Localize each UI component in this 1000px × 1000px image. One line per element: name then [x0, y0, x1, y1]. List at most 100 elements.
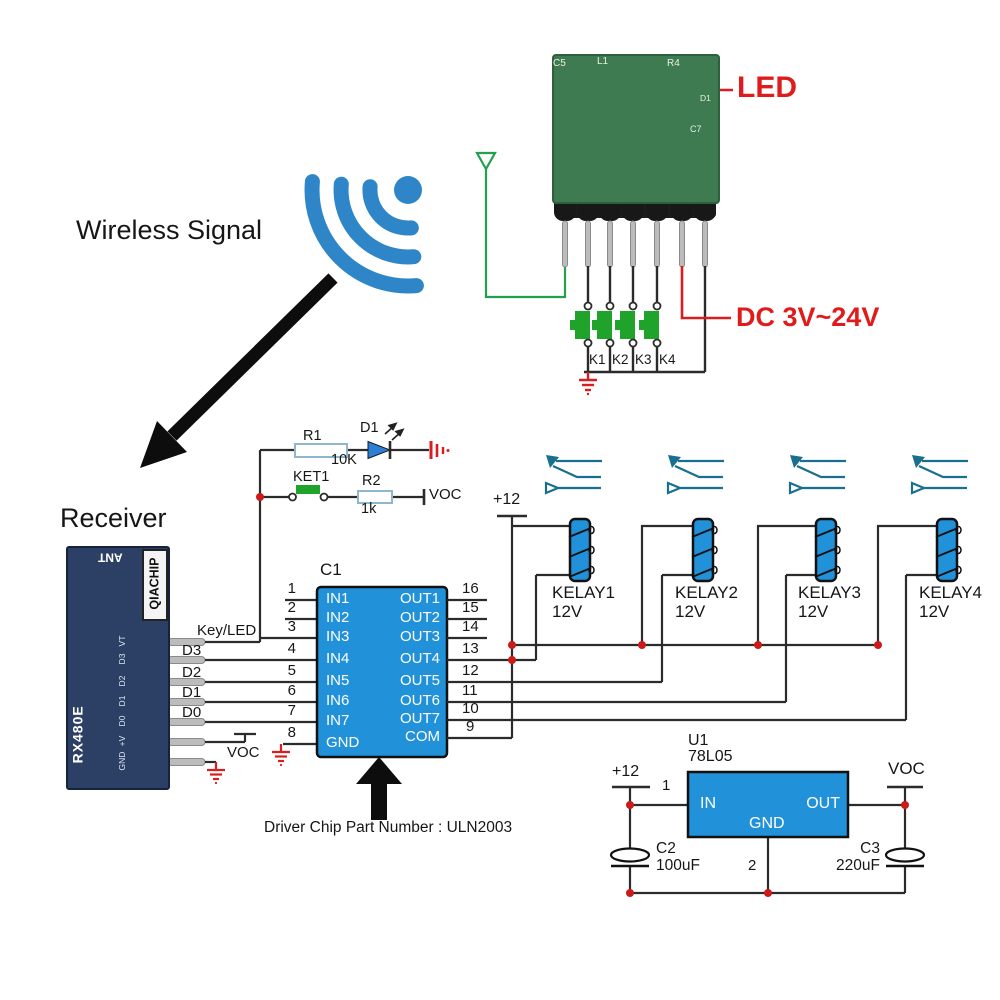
c1-chip-body	[315, 585, 449, 759]
plus12-relay-label: +12	[493, 491, 521, 508]
c1-pin15-num: 15	[462, 599, 479, 616]
c1-pin16-num: 16	[462, 580, 479, 597]
voc-rx-label: VOC	[227, 744, 260, 761]
c1-pin14-num: 14	[462, 618, 479, 635]
tx-silk-c5: C5	[553, 58, 566, 69]
relay4-contact-icon	[910, 455, 968, 495]
rx-pad-gnd: GND	[117, 751, 127, 771]
c1-in6: IN6	[326, 692, 350, 709]
c1-pin7-num: 7	[287, 702, 296, 719]
capacitor-c2-symbol	[609, 847, 651, 868]
tx-pins	[562, 220, 708, 268]
rx-brand-box	[142, 549, 168, 621]
resistor-r2-symbol	[357, 490, 393, 504]
u1-pin2-num: 2	[748, 857, 757, 874]
antenna-icon	[475, 151, 567, 299]
relay-coil-icons	[568, 517, 962, 583]
c1-pin4-num: 4	[287, 640, 296, 657]
r2-label: R2	[362, 473, 381, 489]
junction-dots	[256, 493, 909, 897]
c1-out3: OUT3	[399, 628, 440, 645]
ground-icon-rx	[207, 762, 225, 785]
relay1-contact-icon	[544, 455, 602, 495]
u1-gnd-label: GND	[749, 815, 785, 832]
transmitter-module	[552, 54, 720, 204]
relay3-contact-icon	[788, 455, 846, 495]
c1-in7: IN7	[326, 712, 350, 729]
voc-top-label: VOC	[429, 486, 462, 503]
k4-label: K4	[659, 352, 676, 367]
relay4-coil	[935, 517, 962, 583]
d3-wire-label: D3	[182, 642, 202, 659]
r2-value-label: 1k	[361, 501, 377, 517]
c1-pin2-num: 2	[287, 599, 296, 616]
c1-pin12-num: 12	[462, 662, 479, 679]
ket1-label: KET1	[293, 469, 330, 485]
u1-plus12-label: +12	[612, 763, 640, 780]
ground-icon-d1	[429, 441, 450, 459]
relay3-coil	[814, 517, 841, 583]
c1-in4: IN4	[326, 650, 350, 667]
relay4-volt-label: 12V	[919, 602, 950, 621]
c1-pin6-num: 6	[287, 682, 296, 699]
c1-pin8-num: 8	[287, 724, 296, 741]
dc-power-label: DC 3V~24V	[736, 302, 880, 332]
tx-silk-c7: C7	[690, 124, 702, 134]
u1-out-label: OUT	[806, 795, 840, 812]
c3-value-label: 220uF	[836, 857, 880, 874]
u1-ref-label: U1	[688, 732, 709, 749]
k3-label: K3	[635, 352, 652, 367]
led-callout-label: LED	[737, 71, 797, 104]
d2-wire-label: D2	[182, 664, 202, 681]
c1-out6: OUT6	[399, 692, 440, 709]
c1-pin3-num: 3	[287, 618, 296, 635]
c1-in2: IN2	[326, 609, 350, 626]
driver-note-label: Driver Chip Part Number : ULN2003	[264, 819, 513, 836]
tx-silk-d1: D1	[700, 93, 711, 103]
relay-contact-icons	[544, 455, 968, 495]
c1-gnd: GND	[326, 734, 360, 751]
capacitor-c3-symbol	[884, 847, 926, 868]
wifi-signal-icon	[304, 174, 424, 294]
c2-ref-label: C2	[656, 840, 676, 857]
rx-pins	[167, 638, 206, 766]
relay2-coil	[691, 517, 718, 583]
pointer-arrow	[140, 273, 338, 468]
c1-pin1-num: 1	[287, 580, 296, 597]
u1-in-label: IN	[700, 795, 716, 812]
c1-pin13-num: 13	[462, 640, 479, 657]
relay1-name-label: KELAY1	[552, 583, 616, 602]
r1-value-label: 10K	[331, 452, 357, 468]
d1-label: D1	[360, 420, 379, 436]
c1-pin11-num: 11	[462, 682, 478, 699]
relay1-coil	[568, 517, 595, 583]
c1-out7: OUT7	[399, 710, 440, 727]
driver-arrow-icon	[356, 757, 402, 820]
rx-brand-label: QIACHIP	[147, 557, 162, 610]
c1-in3: IN3	[326, 628, 350, 645]
wireless-signal-label: Wireless Signal	[76, 215, 263, 245]
u1-pin1-num: 1	[662, 777, 671, 794]
tx-silk-l1: L1	[597, 56, 609, 67]
relay2-contact-icon	[666, 455, 724, 495]
keyled-wire-label: Key/LED	[197, 622, 257, 639]
u1-part-label: 78L05	[688, 748, 733, 765]
c1-ref-label: C1	[320, 560, 342, 579]
rx-model-label: RX480E	[69, 705, 86, 764]
k-switch-icons	[570, 301, 662, 348]
c1-pin5-num: 5	[287, 662, 296, 679]
relay2-volt-label: 12V	[675, 602, 706, 621]
r1-label: R1	[303, 428, 322, 444]
relay2-name-label: KELAY2	[675, 583, 739, 602]
c2-value-label: 100uF	[656, 857, 700, 874]
d1-wire-label: D1	[182, 684, 202, 701]
c3-ref-label: C3	[860, 840, 880, 857]
ground-icon-k	[579, 372, 597, 396]
resistor-r1-symbol	[294, 443, 348, 458]
u1-voc-label: VOC	[888, 759, 925, 778]
output-wires	[447, 514, 937, 740]
tx-silk-r4: R4	[667, 58, 680, 69]
relay3-volt-label: 12V	[798, 602, 829, 621]
c1-pin10-num: 10	[462, 700, 479, 717]
